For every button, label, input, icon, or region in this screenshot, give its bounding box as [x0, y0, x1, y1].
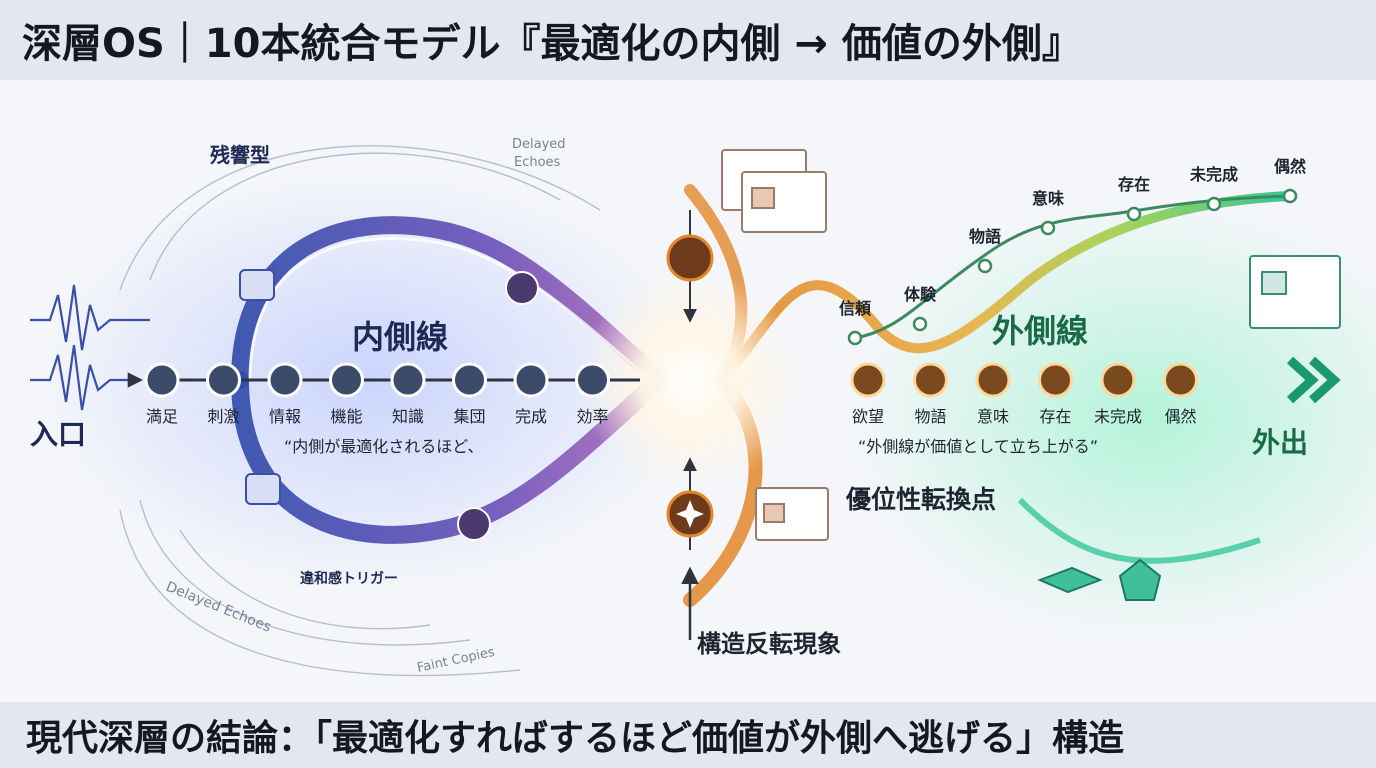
outer-node-label-5: 偶然	[1164, 407, 1196, 426]
outer-glow	[850, 200, 1376, 640]
rising-node-dot-4	[1126, 206, 1142, 222]
stack-icon	[1037, 566, 1103, 594]
page-title: 深層OS｜10本統合モデル『最適化の内側 → 価値の外側』	[0, 0, 1376, 80]
rising-node-label-6: 偶然	[1274, 157, 1306, 176]
dissonance-label: 違和感トリガー	[300, 570, 398, 587]
entry-wave-top	[30, 284, 150, 351]
inner-node-circle-1	[206, 362, 241, 398]
inner-node-circle-7	[575, 362, 610, 398]
rising-node-group: 信頼 体験 物語 意味 存在 未完成 偶然	[839, 157, 1306, 346]
rising-node-dot-5	[1206, 196, 1222, 212]
inner-loop-bottom	[231, 371, 669, 544]
outer-node-group: 欲望 物語 意味 存在 未完成 偶然	[850, 362, 1198, 426]
inner-title: 内側線	[352, 318, 448, 356]
inner-node-circle-6	[513, 362, 549, 398]
exit-label: 外出	[1252, 426, 1308, 459]
rising-node-dot-1	[912, 316, 928, 332]
outer-node-circle-5	[1163, 362, 1198, 398]
echo-top-line2: Echoes	[514, 155, 561, 170]
rising-node-label-4: 存在	[1118, 175, 1150, 194]
inversion-label: 構造反転現象	[697, 630, 841, 658]
pivot-core	[580, 270, 800, 490]
inner-node-label-3: 機能	[330, 407, 362, 426]
outer-node-circle-3	[1038, 362, 1073, 398]
conclusion-banner: 現代深層の結論：「最適化すればするほど価値が外側へ逃げる」構造	[0, 702, 1376, 768]
rising-node-dot-3	[1040, 220, 1056, 236]
outer-node-label-3: 存在	[1039, 407, 1071, 426]
outer-quote: “外側線が価値として立ち上がる”	[858, 437, 1098, 456]
outer-node-circle-4	[1100, 362, 1136, 398]
inner-node-label-7: 効率	[576, 407, 608, 426]
pivot-label: 優位性転換点	[845, 485, 996, 514]
inner-node-label-6: 完成	[515, 407, 547, 426]
inner-quote: “内側が最適化されるほど、	[284, 437, 484, 456]
gem-icon	[1118, 558, 1162, 601]
user-icon-bottom	[245, 473, 281, 505]
exit-chevron	[1286, 356, 1341, 404]
inner-node-label-1: 刺激	[207, 407, 239, 426]
inner-node-label-2: 情報	[269, 407, 301, 426]
outer-title: 外側線	[992, 312, 1088, 350]
echo-arcs	[119, 145, 601, 677]
outer-node-circle-2	[975, 362, 1011, 398]
echo-bottom-label: Delayed Echoes	[164, 579, 274, 636]
outer-node-circle-1	[913, 362, 948, 398]
window-card-right	[1249, 255, 1341, 329]
rising-node-label-3: 意味	[1032, 189, 1064, 208]
inner-node-label-0: 満足	[146, 407, 178, 426]
inner-node-circle-0	[144, 362, 180, 398]
user-icon-top	[239, 269, 275, 301]
loop-icon-bottom	[457, 507, 491, 541]
diagram-canvas: 残響型 Delayed Echoes Delayed Echoes Faint …	[30, 137, 1376, 677]
rising-node-label-5: 未完成	[1189, 165, 1238, 184]
outer-node-label-4: 未完成	[1094, 407, 1142, 426]
sparkle-icon	[676, 500, 704, 528]
inner-node-label-5: 集団	[453, 407, 485, 426]
rising-node-label-0: 信頼	[839, 299, 872, 318]
inner-node-group: 満足 刺激 情報 機能 知識 集団 完成 効率	[144, 362, 610, 426]
rising-node-dot-0	[847, 330, 863, 346]
reverb-label: 残響型	[210, 143, 270, 167]
inner-node-circle-5	[452, 362, 487, 398]
faint-copies-label: Faint Copies	[416, 645, 497, 676]
outer-node-circle-0	[850, 362, 886, 398]
echo-top-line1: Delayed	[512, 137, 566, 152]
outer-wave	[1017, 497, 1261, 564]
outer-node-label-0: 欲望	[852, 407, 884, 426]
rising-node-label-2: 物語	[969, 227, 1001, 246]
inner-node-circle-2	[267, 362, 303, 398]
outer-branch-top	[715, 191, 1295, 385]
rising-node-label-1: 体験	[904, 285, 937, 304]
outer-node-label-2: 意味	[977, 407, 1009, 426]
pivot-icon-top	[666, 234, 714, 282]
rising-node-dot-6	[1282, 188, 1298, 204]
window-card-bottom	[755, 487, 829, 541]
entry-label: 入口	[30, 418, 86, 451]
entry-wave-bottom	[30, 344, 144, 411]
inner-node-label-4: 知識	[392, 407, 424, 426]
loop-icon-top	[505, 271, 539, 305]
inner-node-circle-4	[390, 362, 426, 398]
rising-node-dot-2	[977, 258, 993, 274]
inner-node-circle-3	[329, 362, 364, 398]
outer-node-label-1: 物語	[914, 407, 946, 426]
window-card-top	[721, 149, 827, 233]
